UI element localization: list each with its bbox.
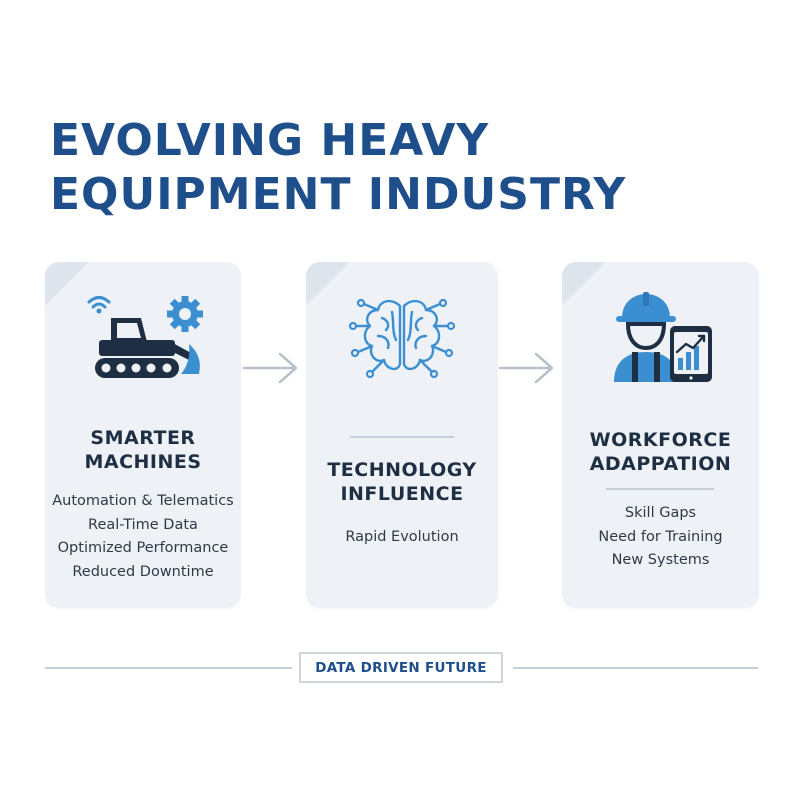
card-corner-decoration xyxy=(45,262,89,306)
card-title: SMARTER MACHINES xyxy=(45,426,241,474)
list-item: Need for Training xyxy=(598,528,723,545)
card-title-line-1: SMARTER xyxy=(90,427,196,449)
card-corner-decoration xyxy=(562,262,606,306)
bulldozer-icon xyxy=(87,296,203,378)
title-line-2: EQUIPMENT INDUSTRY xyxy=(50,169,627,220)
list-item: Reduced Downtime xyxy=(72,563,214,580)
card-title-line-2: ADAPPATION xyxy=(589,453,732,475)
card-item-list: Automation & Telematics Real-Time Data O… xyxy=(45,490,241,584)
card-smarter-machines: SMARTER MACHINES Automation & Telematics… xyxy=(45,262,241,608)
card-workforce-adaptation: WORKFORCE ADAPPATION Skill Gaps Need for… xyxy=(562,262,759,608)
list-item: Rapid Evolution xyxy=(345,529,459,545)
footer-badge: DATA DRIVEN FUTURE xyxy=(299,652,503,683)
card-item-list: Skill Gaps Need for Training New Systems xyxy=(562,502,759,573)
card-title: WORKFORCE ADAPPATION xyxy=(562,428,759,476)
list-item: Optimized Performance xyxy=(57,540,229,556)
card-item-list: Rapid Evolution xyxy=(306,526,498,550)
list-item: New Systems xyxy=(611,552,710,568)
arrow-right-icon xyxy=(242,352,298,384)
footer-divider-right xyxy=(513,667,758,669)
list-item: Automation & Telematics xyxy=(52,493,234,509)
list-item: Skill Gaps xyxy=(624,505,697,521)
brain-circuit-icon xyxy=(348,298,456,379)
list-item: Real-Time Data xyxy=(88,516,198,533)
page-title: EVOLVING HEAVY EQUIPMENT INDUSTRY xyxy=(50,114,626,222)
card-title-line-1: TECHNOLOGY xyxy=(327,459,477,481)
footer-divider-left xyxy=(45,667,292,669)
card-title-line-2: MACHINES xyxy=(84,451,202,473)
card-corner-decoration xyxy=(306,262,350,306)
card-title-line-2: INFLUENCE xyxy=(340,483,464,505)
card-title-line-1: WORKFORCE xyxy=(589,429,732,451)
divider xyxy=(350,436,454,438)
card-title: TECHNOLOGY INFLUENCE xyxy=(306,458,498,506)
worker-tablet-icon xyxy=(614,292,712,382)
title-line-1: EVOLVING HEAVY xyxy=(50,115,490,166)
arrow-right-icon xyxy=(498,352,554,384)
card-technology-influence: TECHNOLOGY INFLUENCE Rapid Evolution xyxy=(306,262,498,608)
divider xyxy=(606,488,714,490)
